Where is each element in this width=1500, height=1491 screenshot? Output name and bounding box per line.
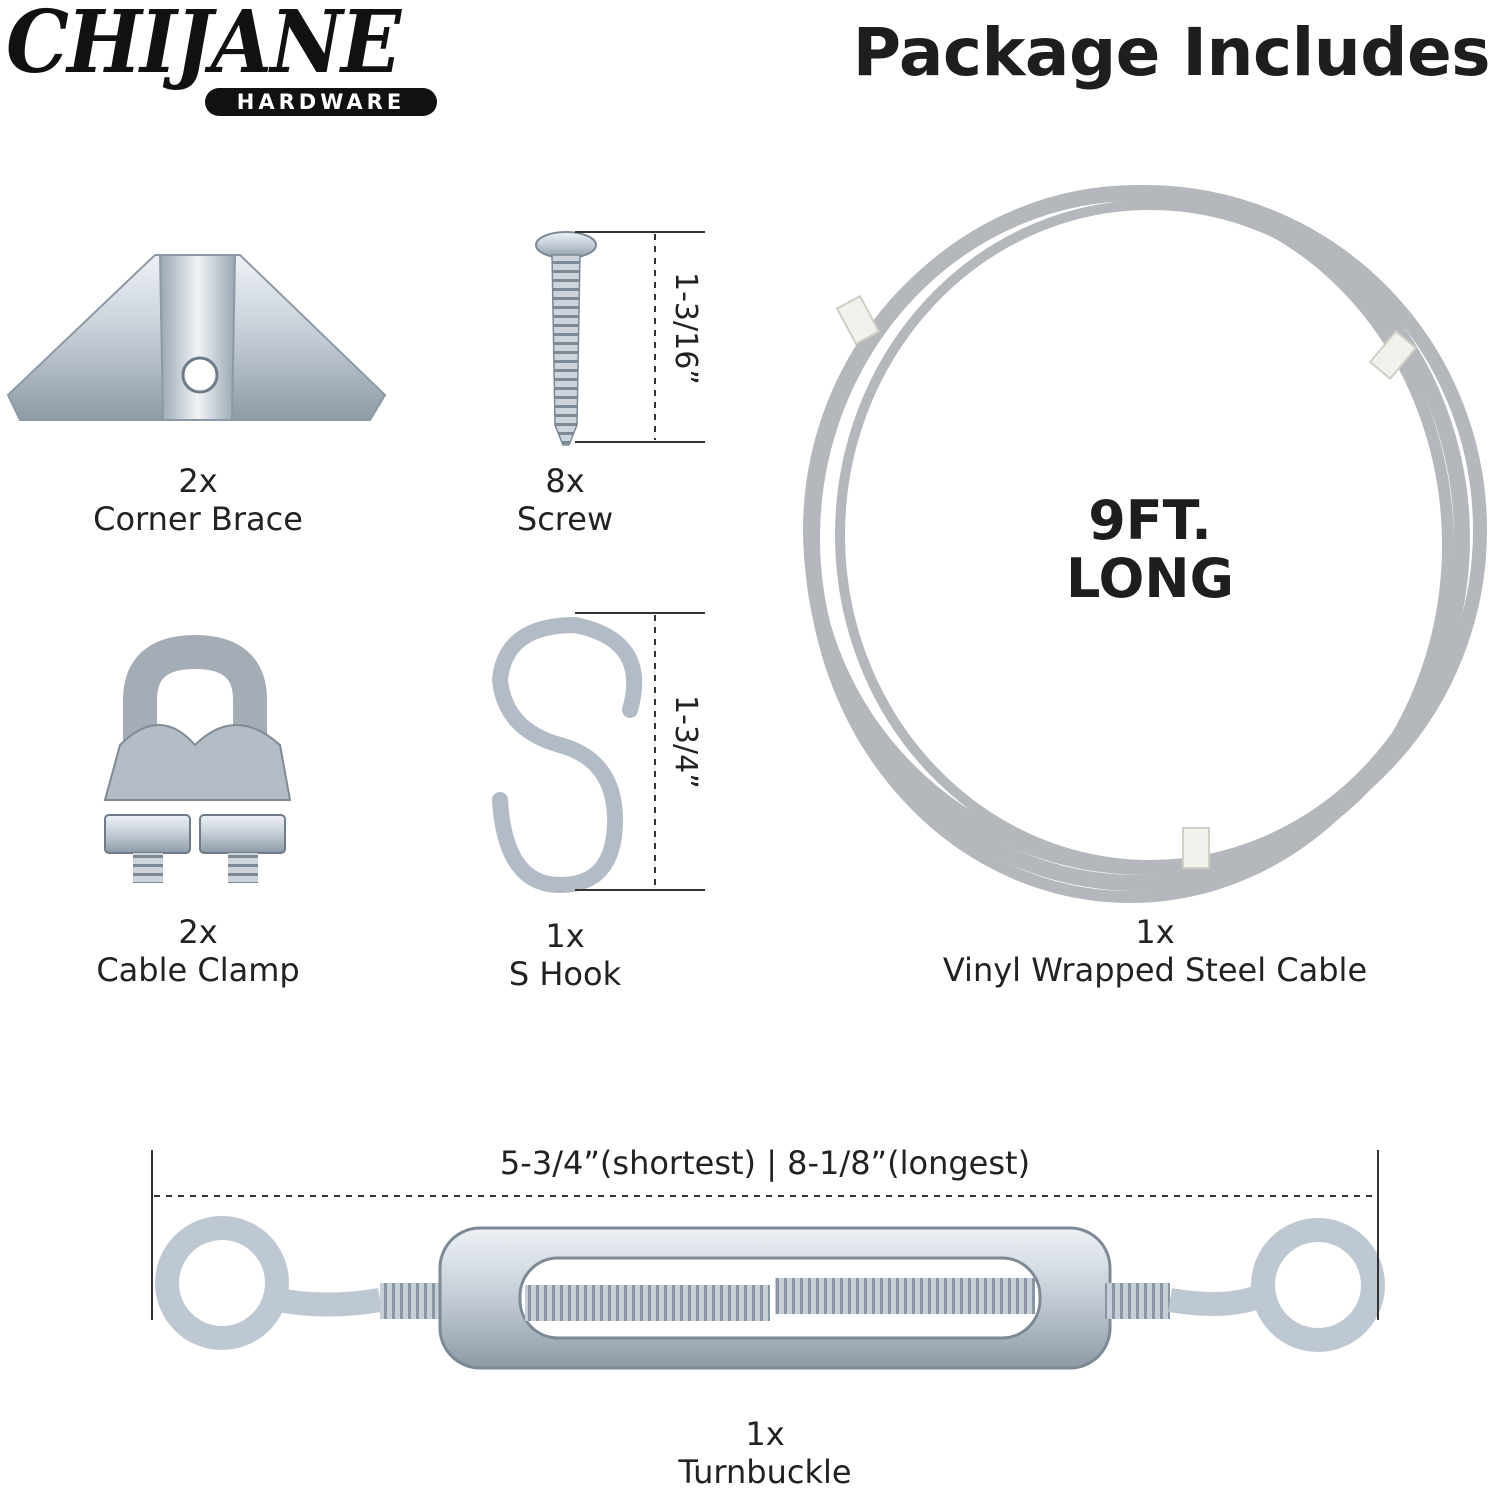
item-qty: 8x xyxy=(545,462,585,500)
cable-length-unit: LONG xyxy=(1066,547,1234,610)
item-qty: 1x xyxy=(545,917,585,955)
caption-corner-brace: 2x Corner Brace xyxy=(48,462,348,538)
caption-screw: 8x Screw xyxy=(465,462,665,538)
item-qty: 1x xyxy=(1135,913,1175,951)
page-title: Package Includes xyxy=(852,14,1491,91)
screw-dimension-guide xyxy=(575,231,705,443)
item-qty: 2x xyxy=(178,913,218,951)
caption-cable-clamp: 2x Cable Clamp xyxy=(48,913,348,989)
brand-subtitle: HARDWARE xyxy=(205,88,437,116)
turnbuckle-dimension-guide xyxy=(151,1150,1379,1320)
caption-steel-cable: 1x Vinyl Wrapped Steel Cable xyxy=(880,913,1430,989)
item-name: Cable Clamp xyxy=(96,951,300,989)
cable-length-value: 9FT. xyxy=(1088,489,1212,552)
item-name: Screw xyxy=(516,500,614,538)
screw-dimension: 1-3/16” xyxy=(668,272,703,385)
brand-logo: CHIJANE xyxy=(6,0,401,93)
item-name: Turnbuckle xyxy=(678,1453,852,1491)
steel-cable-icon xyxy=(803,185,1487,903)
item-qty: 2x xyxy=(178,462,218,500)
caption-s-hook: 1x S Hook xyxy=(465,917,665,993)
s-hook-dimension: 1-3/4” xyxy=(668,695,703,789)
item-qty: 1x xyxy=(745,1415,785,1453)
item-name: Corner Brace xyxy=(93,500,303,538)
s-hook-dimension-guide xyxy=(575,612,705,891)
turnbuckle-dimension: 5-3/4”(shortest) | 8-1/8”(longest) xyxy=(499,1144,1031,1182)
turnbuckle-icon xyxy=(155,1216,1385,1370)
item-name: Vinyl Wrapped Steel Cable xyxy=(942,951,1368,989)
screw-icon xyxy=(535,231,597,446)
cable-clamp-icon xyxy=(103,634,292,883)
cable-length-label: 9FT. LONG xyxy=(1040,492,1260,608)
caption-turnbuckle: 1x Turnbuckle xyxy=(565,1415,965,1491)
item-name: S Hook xyxy=(508,955,622,993)
s-hook-icon xyxy=(491,616,643,894)
corner-brace-icon xyxy=(6,254,387,421)
